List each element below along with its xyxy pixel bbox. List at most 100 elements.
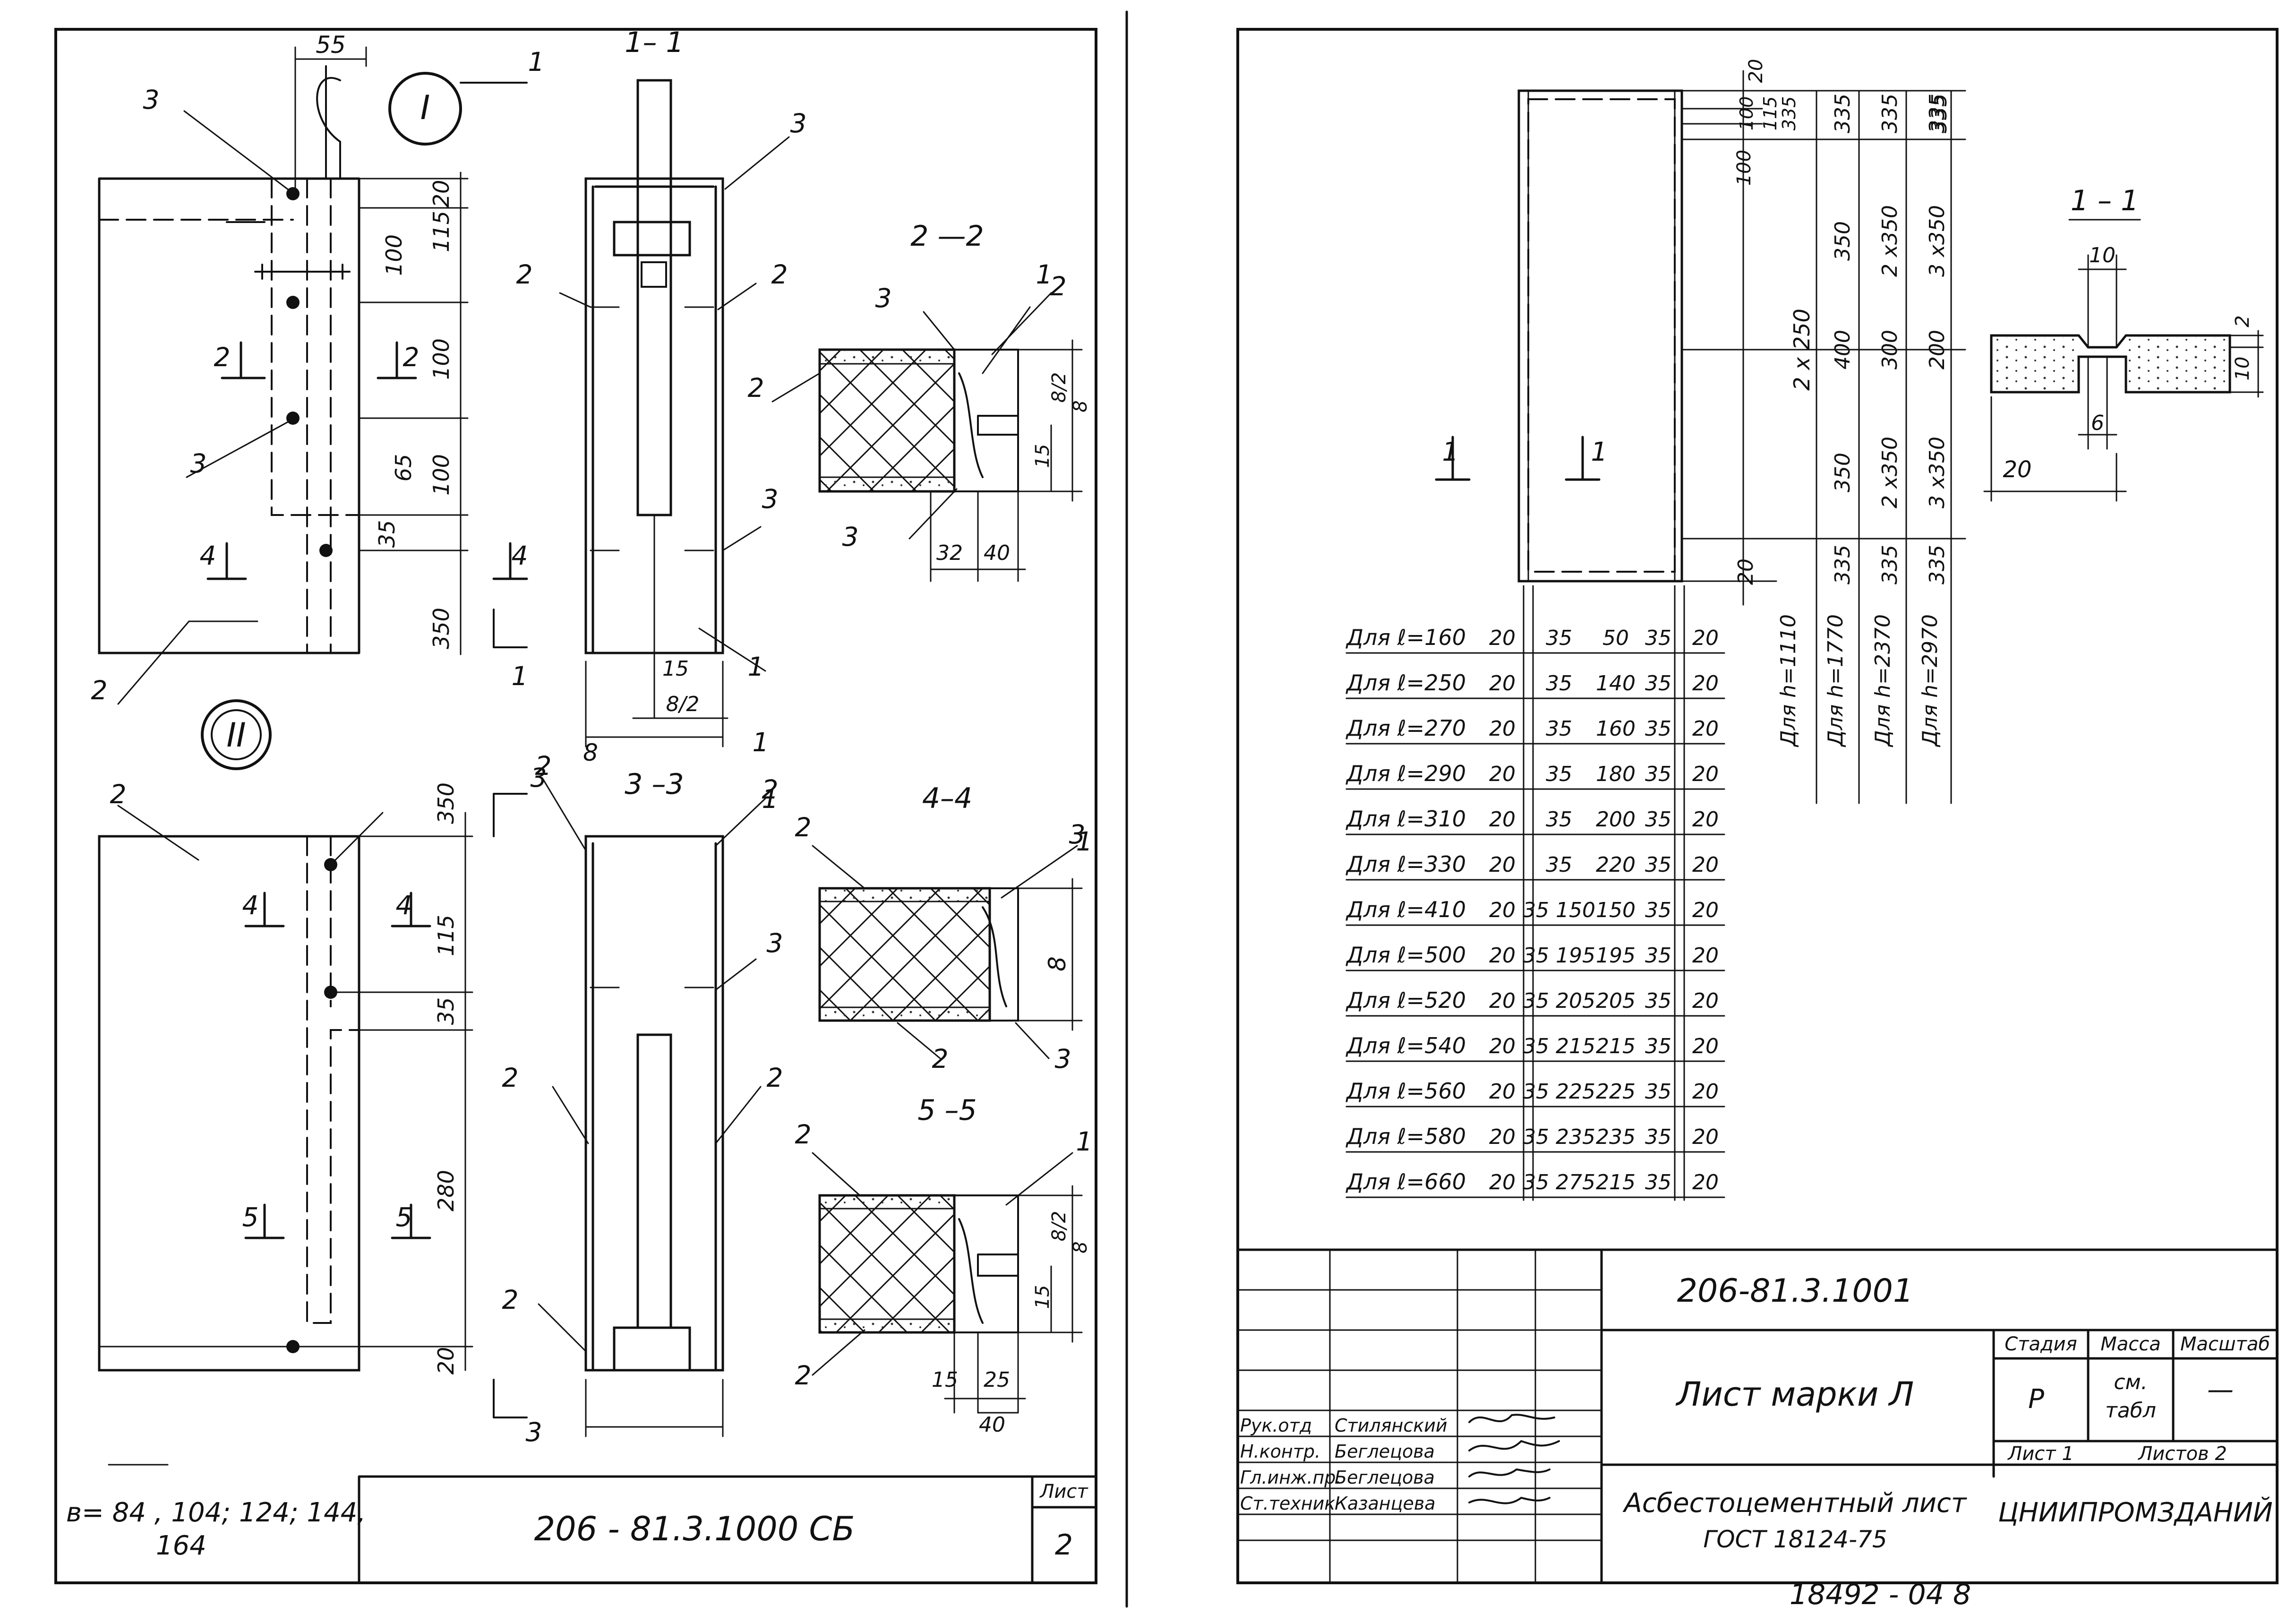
- table-cell: 35 205: [1523, 989, 1595, 1013]
- table-cell: 20: [1489, 989, 1516, 1013]
- cut-mark: 2: [214, 342, 231, 372]
- table-cell: 35: [1645, 853, 1671, 877]
- section-one-dimension: 15: [662, 657, 689, 681]
- table-cell: 20: [1692, 717, 1719, 741]
- table-cell: 225: [1596, 1080, 1636, 1104]
- section-one-one: [559, 79, 790, 747]
- section-title-4-4: 4–4: [922, 782, 972, 815]
- cut-mark: 4: [242, 890, 259, 920]
- leader-number: 3: [1055, 1044, 1071, 1074]
- table-cell: 35 195: [1523, 944, 1595, 968]
- table-cell: 20: [1692, 1080, 1719, 1104]
- section-title-2-2: 2 —2: [910, 220, 984, 253]
- section-four-four: [812, 845, 1083, 1059]
- table-row-label: Для ℓ=270: [1345, 715, 1466, 741]
- cut-mark: 3: [526, 1417, 542, 1447]
- leader-number: 1: [762, 784, 779, 814]
- elevation-dimension: 335: [1878, 545, 1902, 584]
- view-two-dimension: 20: [433, 1347, 459, 1375]
- left-sheet-label: Лист: [1039, 1481, 1088, 1503]
- table-cell: 140: [1596, 671, 1636, 696]
- table-row-label: Для ℓ=410: [1345, 897, 1466, 922]
- table-row-label: Для ℓ=500: [1345, 942, 1466, 968]
- table-cell: 160: [1596, 717, 1636, 741]
- elevation-dimension: 350: [1831, 453, 1855, 492]
- left-sheet-number: 2: [1055, 1529, 1073, 1562]
- cut-mark: 5: [242, 1202, 259, 1232]
- material-name: Асбестоцементный лист: [1623, 1488, 1967, 1519]
- cut-mark: 4: [200, 541, 216, 571]
- height-label: Для h=2970: [1918, 614, 1942, 747]
- table-row-label: Для ℓ=560: [1345, 1078, 1466, 1104]
- elevation-dimension: 335: [1925, 545, 1949, 584]
- table-cell: 20: [1692, 1034, 1719, 1058]
- leader-number: 3: [1069, 819, 1086, 850]
- table-cell: 20: [1692, 989, 1719, 1013]
- table-cell: 20: [1692, 671, 1719, 696]
- cut-mark: 1: [1442, 437, 1459, 467]
- table-cell: 35: [1645, 717, 1671, 741]
- role-title: Рук.отд: [1240, 1415, 1312, 1436]
- section-three-three: [538, 779, 766, 1437]
- table-cell: 20: [1692, 944, 1719, 968]
- left-stamp-code: 206 - 81.3.1000 СБ: [534, 1510, 855, 1548]
- leader-number: 3: [767, 928, 783, 958]
- section-two-dimension: 15: [1032, 444, 1054, 468]
- leader-number: 2: [516, 259, 533, 290]
- table-row-label: Для ℓ=520: [1345, 988, 1466, 1013]
- height-label: Для h=2370: [1871, 614, 1895, 747]
- table-row-label: Для ℓ=660: [1345, 1169, 1466, 1194]
- table-cell: 50: [1602, 626, 1629, 650]
- leader-number: 1: [748, 652, 764, 682]
- detail-dimension: 2: [2232, 315, 2253, 327]
- table-cell: 20: [1489, 1170, 1516, 1194]
- role-title: Ст.техник: [1240, 1493, 1335, 1514]
- elevation-dimension: 2 x 250: [1789, 309, 1815, 391]
- table-cell: 20: [1692, 1170, 1719, 1194]
- section-five-dimension: 8: [1070, 1241, 1091, 1253]
- width-note: 164: [156, 1530, 206, 1561]
- sheet-index: Лист 1: [2007, 1443, 2074, 1465]
- elevation-dimension: 335: [1928, 94, 1952, 133]
- table-cell: 35: [1546, 626, 1572, 650]
- leader-number: 2: [932, 1044, 949, 1074]
- table-row-label: Для ℓ=290: [1345, 761, 1466, 786]
- table-cell: 35: [1645, 671, 1671, 696]
- leader-number: 3: [875, 283, 892, 313]
- sheet-count: Листов 2: [2137, 1443, 2227, 1465]
- table-cell: 35 215: [1523, 1034, 1595, 1058]
- leader-number: 2: [1050, 271, 1067, 301]
- view-one-dimension: 100: [428, 338, 454, 380]
- leader-number: 2: [748, 373, 764, 403]
- table-row-label: Для ℓ=540: [1345, 1033, 1466, 1058]
- leader-number: 2: [762, 774, 779, 805]
- table-cell: 35 150: [1523, 898, 1595, 922]
- section-five-dimension: 40: [979, 1413, 1005, 1437]
- table-cell: 20: [1489, 898, 1516, 922]
- table-cell: 20: [1692, 1125, 1719, 1149]
- cut-mark: 4: [512, 541, 528, 571]
- callout-circle-one: [388, 72, 462, 146]
- section-title-3-3: 3 –3: [625, 768, 684, 801]
- section-two-dimension: 40: [984, 541, 1010, 565]
- cut-mark: 3: [531, 763, 547, 793]
- table-cell: 20: [1489, 762, 1516, 786]
- section-one-dimension: 8: [583, 739, 598, 766]
- elevation-dimension: 100: [1733, 150, 1755, 186]
- detail-section-title: 1 – 1: [2071, 184, 2139, 217]
- leader-number: 1: [1036, 259, 1053, 290]
- section-five-dimension: 25: [984, 1368, 1010, 1392]
- elevation-dimension: 400: [1831, 330, 1855, 369]
- elevation-dimension: 115: [1760, 96, 1781, 131]
- value-mass: табл: [2105, 1399, 2156, 1423]
- leader-number: 1: [753, 727, 769, 757]
- leader-number: 3: [842, 522, 859, 552]
- table-cell: 200: [1596, 807, 1636, 832]
- left-sheet-frame: [54, 10, 1128, 1608]
- elevation-dimension: 335: [1831, 94, 1855, 133]
- elevation-dimension: 200: [1925, 330, 1949, 369]
- table-cell: 20: [1489, 944, 1516, 968]
- section-four-dimension: 8: [1044, 956, 1071, 971]
- cut-mark: 5: [396, 1202, 412, 1232]
